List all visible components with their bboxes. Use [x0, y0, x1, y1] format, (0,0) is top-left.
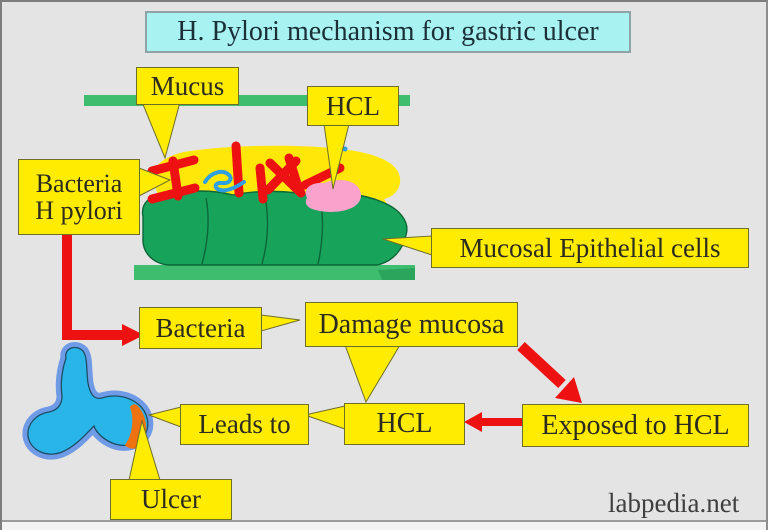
label-mucus-text: Mucus — [150, 70, 225, 101]
pink-hcl-blob — [305, 179, 361, 212]
label-hcl-top: HCL — [307, 86, 399, 126]
label-bacteria-h-pylori: Bacteria H pylori — [18, 159, 140, 235]
label-mucosal-epithelial-cells-text: Mucosal Epithelial cells — [459, 232, 721, 263]
label-leads-to-text: Leads to — [198, 409, 291, 440]
frame-bottom-strip — [2, 522, 766, 530]
label-exposed-to-hcl: Exposed to HCL — [522, 404, 749, 447]
label-bacteria: Bacteria — [139, 307, 262, 349]
watermark: labpedia.net — [608, 488, 739, 519]
label-mucosal-epithelial-cells: Mucosal Epithelial cells — [431, 228, 749, 268]
h-pylori-bacteria-marks — [147, 141, 345, 204]
label-damage-mucosa: Damage mucosa — [305, 302, 518, 347]
stomach-shape — [22, 342, 154, 460]
label-damage-mucosa-text: Damage mucosa — [318, 308, 505, 340]
frame-bottom-line — [2, 520, 766, 522]
red-flow-arrows — [62, 234, 582, 432]
mucus-layer-bar — [84, 95, 410, 106]
label-ulcer: Ulcer — [110, 479, 232, 520]
label-exposed-to-hcl-text: Exposed to HCL — [541, 409, 730, 441]
page-title-text: H. Pylori mechanism for gastric ulcer — [177, 16, 599, 47]
label-bacteria-h-pylori-line2: H pylori — [35, 196, 123, 225]
label-hcl-top-text: HCL — [326, 90, 380, 121]
basement-membrane-bar — [134, 265, 415, 280]
mucosal-epithelial-cells — [141, 190, 408, 266]
label-hcl-bottom: HCL — [344, 403, 465, 445]
label-pointer-tails — [128, 101, 433, 481]
page-title: H. Pylori mechanism for gastric ulcer — [145, 11, 631, 53]
basement-membrane-shadow — [378, 268, 415, 280]
label-hcl-bottom-text: HCL — [376, 408, 433, 440]
label-bacteria-text: Bacteria — [155, 312, 246, 343]
blue-bacteria-squiggle — [203, 146, 348, 193]
label-mucus: Mucus — [136, 67, 239, 105]
watermark-text: labpedia.net — [608, 488, 740, 518]
label-leads-to: Leads to — [180, 404, 309, 445]
label-ulcer-text: Ulcer — [141, 484, 201, 515]
label-bacteria-h-pylori-line1: Bacteria — [35, 168, 123, 198]
